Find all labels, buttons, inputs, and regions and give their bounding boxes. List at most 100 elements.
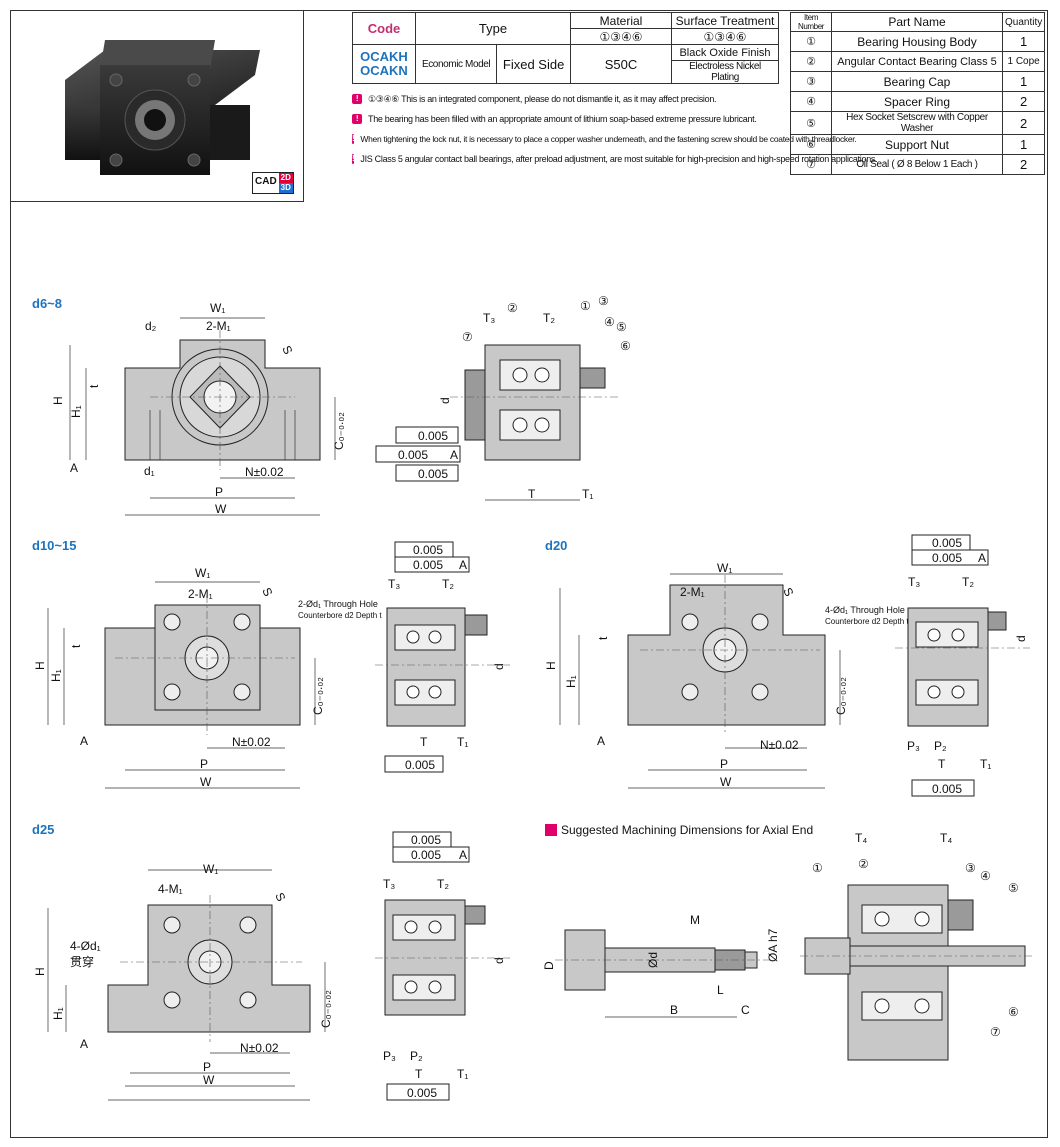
dim-P: P (720, 757, 728, 771)
notes-list: !①③④⑥ This is an integrated component, p… (352, 89, 878, 169)
side-dim-T2: T₂ (437, 877, 449, 891)
dim-W: W (720, 775, 732, 789)
callout-6: ⑥ (620, 339, 631, 353)
dim-P: P (203, 1060, 211, 1074)
dim-H1: H₁ (564, 675, 578, 688)
side-dim-d: d (1014, 635, 1028, 642)
assembly-drawing: T₄ T₄ ① ② ③ ④ ⑤ ⑥ ⑦ (800, 831, 1035, 1061)
dim-2-M1: 2-M₁ (188, 587, 213, 601)
tol-flat-2: 0.005 (407, 1086, 437, 1100)
warning-icon: ! (352, 94, 362, 104)
tol-flat-2: 0.005 (932, 782, 962, 796)
dim-H1: H₁ (49, 669, 63, 682)
tol-perp: 0.005 (398, 448, 428, 462)
cad-3d[interactable]: 3D (278, 183, 293, 193)
datum-A: A (597, 734, 605, 748)
dim-C: C₀₋₀.₀₂ (319, 990, 333, 1028)
dim-S: S (272, 890, 288, 903)
tol-flat-1: 0.005 (418, 429, 448, 443)
side-dim-T1: T₁ (457, 735, 468, 749)
material-parts: ①③④⑥ (570, 28, 672, 45)
side-dim-T1: T₁ (457, 1067, 468, 1081)
callout-7: ⑦ (462, 330, 473, 344)
dim-P: P (215, 485, 223, 499)
type-header: Type (415, 12, 571, 45)
type-table: Code Type Material Surface Treatment ①③④… (352, 12, 779, 84)
product-photo-box (10, 10, 304, 202)
dim-H1: H₁ (69, 405, 83, 418)
dim-W: W (200, 775, 212, 789)
shaft-dim-D: D (542, 961, 556, 970)
note-item: !①③④⑥ This is an integrated component, p… (352, 89, 782, 109)
surface-black-oxide: Black Oxide Finish (671, 44, 779, 61)
note-item: !JIS Class 5 angular contact ball bearin… (352, 154, 878, 164)
dim-4-M1: 4-M₁ (158, 882, 183, 896)
dim-t: t (596, 636, 610, 640)
side-dim-T1: T₁ (582, 487, 593, 501)
dim-W1: W₁ (195, 566, 210, 580)
side-dim-P2: P₂ (934, 739, 947, 753)
dim-N: N±0.02 (760, 738, 799, 752)
dim-N: N±0.02 (245, 465, 284, 479)
surface-header: Surface Treatment (671, 12, 779, 29)
product-photo (65, 40, 260, 175)
shaft-dim-C: C (741, 1003, 750, 1017)
section-d25: d25 (32, 822, 55, 837)
type-fixed: Fixed Side (496, 44, 571, 84)
side-dim-P2: P₂ (410, 1049, 423, 1063)
asm-callout-1: ① (812, 861, 823, 875)
side-dim-T2: T₂ (543, 311, 555, 325)
dim-counterbore: Counterbore d2 Depth t (825, 617, 909, 626)
shaft-end-drawing: D Ød M ØA h7 B L C (542, 913, 780, 1018)
dim-W: W (215, 502, 227, 516)
parts-header-name: Part Name (831, 12, 1003, 32)
dim-d2: d₂ (145, 319, 157, 333)
note-item: !The bearing has been filled with an app… (352, 109, 782, 129)
type-economic: Economic Model (414, 44, 498, 84)
dim-t: t (69, 644, 83, 648)
asm-callout-5: ⑤ (1008, 881, 1019, 895)
warning-icon: ! (352, 134, 355, 144)
side-dim-d: d (492, 663, 506, 670)
tol-flat: 0.005 (411, 833, 441, 847)
side-dim-T1: T₁ (980, 757, 991, 771)
callout-5: ⑤ (616, 320, 627, 334)
tol-perp: 0.005 (413, 558, 443, 572)
tol-flat-2: 0.005 (405, 758, 435, 772)
note-item: !When tightening the lock nut, it is nec… (352, 134, 857, 144)
parts-header-qty: Quantity (1001, 12, 1046, 32)
d20-front-view: W P N±0.02 W₁ 2-M₁ S 4-Ød₁ Through Hole … (544, 561, 909, 789)
section-d6-8: d6~8 (32, 296, 62, 311)
shaft-dim-A: ØA h7 (766, 928, 780, 962)
section-d10-15: d10~15 (32, 538, 77, 553)
tol-datum-A: A (459, 848, 467, 862)
side-dim-d: d (438, 397, 452, 404)
dim-C: C₀₋₀.₀₂ (311, 677, 325, 715)
side-dim-T: T (938, 757, 946, 771)
tol-datum-A: A (459, 558, 467, 572)
asm-callout-3: ③ (965, 861, 976, 875)
code-values: OCAKH OCAKN (352, 44, 416, 84)
cad-2d[interactable]: 2D (278, 173, 293, 183)
asm-callout-7: ⑦ (990, 1025, 1001, 1039)
section-d20: d20 (545, 538, 568, 553)
shaft-dim-d: Ød (646, 952, 660, 968)
dim-W1: W₁ (717, 561, 732, 575)
dim-2-M1: 2-M₁ (680, 585, 705, 599)
dim-H: H (33, 661, 47, 670)
callout-4: ④ (604, 315, 615, 329)
surface-nickel: Electroless Nickel Plating (671, 60, 779, 84)
warning-icon: ! (352, 114, 362, 124)
side-dim-P3: P₃ (383, 1049, 396, 1063)
dim-W: W (203, 1073, 215, 1087)
